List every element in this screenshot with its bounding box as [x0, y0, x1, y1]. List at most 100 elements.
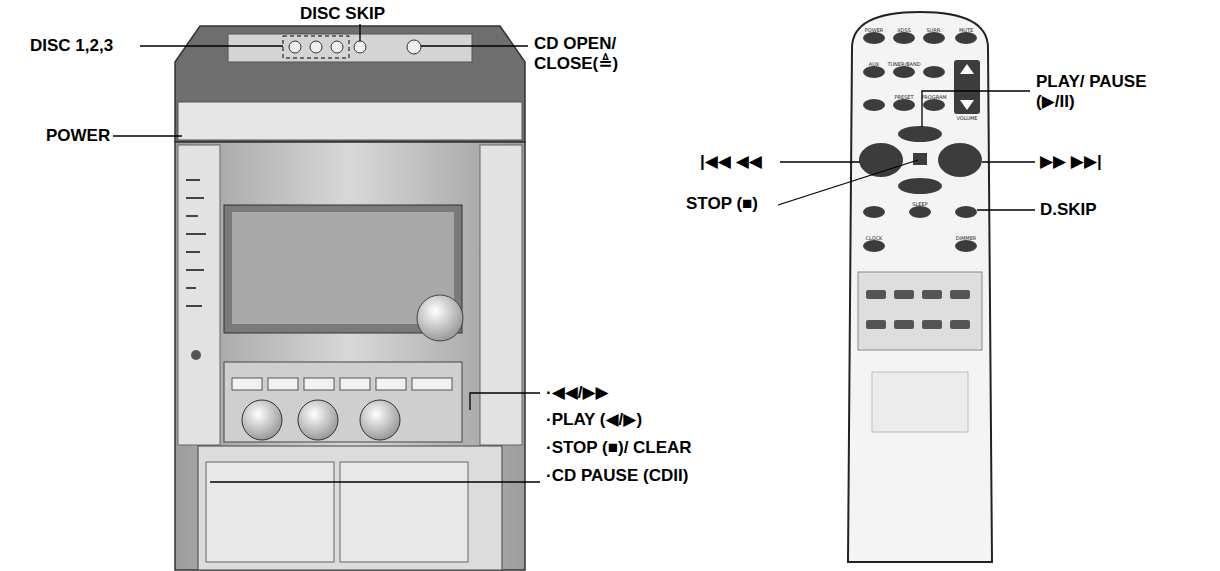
leader-line	[140, 45, 283, 46]
panel-button	[412, 378, 452, 390]
tape-button	[866, 290, 886, 299]
top-button-strip	[228, 34, 472, 62]
meter-tick	[186, 287, 196, 289]
button-label: POWER	[865, 28, 884, 33]
nav-button	[898, 126, 942, 142]
button-label: CLOCK	[866, 236, 883, 241]
remote-button	[909, 206, 931, 218]
dashed-group-box	[283, 36, 349, 58]
remote-button	[955, 32, 977, 44]
remote-lower-panel	[872, 372, 968, 432]
control-knob	[298, 400, 338, 440]
remote-button	[893, 32, 915, 44]
nav-button	[938, 143, 982, 177]
arrow-up	[960, 64, 974, 74]
callout-label: ▶▶ ▶▶|	[1040, 152, 1102, 172]
callout-label: D.SKIP	[1040, 200, 1097, 220]
callout-label: ·STOP (■)/ CLEAR	[546, 438, 692, 458]
remote-button	[923, 32, 945, 44]
meter-tick	[186, 305, 202, 307]
volume-knob	[417, 295, 463, 341]
leader-line	[210, 481, 540, 482]
stereo-unit	[175, 26, 525, 570]
control-panel	[224, 362, 462, 442]
leader-lines	[778, 91, 1035, 210]
cassette-door	[206, 462, 334, 562]
disc-button	[331, 41, 343, 53]
leader-line	[359, 24, 360, 41]
top-band	[178, 102, 522, 140]
tape-button	[922, 290, 942, 299]
tape-panel	[858, 272, 982, 350]
button-label: TUNER/BAND	[887, 62, 920, 67]
meter-tick	[186, 269, 204, 271]
callout-label: POWER	[46, 126, 110, 146]
meter-tick	[186, 215, 198, 217]
callout-label: PLAY/ PAUSE (▶/II)	[1036, 72, 1176, 111]
tape-button	[922, 320, 942, 329]
power-led	[191, 350, 201, 360]
callout-label: STOP (■)	[686, 194, 758, 214]
button-label: PROGRAM	[921, 95, 946, 100]
remote-button	[863, 240, 885, 252]
panel-button	[268, 378, 298, 390]
remote-body	[848, 12, 992, 562]
level-meter	[186, 180, 206, 306]
callout-label: |◀◀ ◀◀	[700, 152, 762, 172]
panel-button	[232, 378, 262, 390]
remote-buttons	[859, 32, 982, 252]
button-label: SLEEP	[912, 202, 927, 207]
tape-button	[894, 320, 914, 329]
tape-button	[950, 320, 970, 329]
panel-button	[340, 378, 370, 390]
meter-tick	[186, 179, 200, 181]
remote-button	[863, 99, 885, 111]
tape-buttons	[866, 290, 970, 329]
callout-label: CD OPEN/ CLOSE(≜)	[534, 34, 684, 73]
open-close-button	[407, 40, 421, 54]
panel-button	[304, 378, 334, 390]
right-column	[480, 145, 522, 445]
control-knob	[360, 400, 400, 440]
remote-button	[863, 206, 885, 218]
callout-label: DISC SKIP	[300, 4, 385, 24]
leader-line	[977, 209, 1035, 210]
volume-rocker	[954, 60, 980, 114]
leader-line	[778, 160, 918, 205]
disc-skip-button	[354, 41, 366, 53]
top-lid	[175, 26, 525, 142]
remote-button	[923, 66, 945, 78]
meter-tick	[186, 251, 200, 253]
left-column	[178, 145, 220, 445]
callout-label: ·CD PAUSE (CDII)	[546, 466, 688, 486]
meter-tick	[186, 197, 204, 199]
leader-line	[113, 135, 182, 136]
leader-lines	[113, 24, 540, 482]
remote-button	[955, 206, 977, 218]
meter-tick	[186, 233, 206, 235]
tape-button	[866, 320, 886, 329]
tape-button	[894, 290, 914, 299]
panel-buttons	[232, 378, 452, 390]
button-label: PRESET	[894, 95, 913, 100]
panel-button	[376, 378, 406, 390]
remote-button	[863, 66, 885, 78]
stop-button	[913, 153, 927, 165]
cassette-area	[198, 446, 502, 570]
callout-label: ·◀◀/▶▶	[546, 383, 609, 403]
control-knob	[242, 400, 282, 440]
leader-line	[982, 161, 1035, 162]
cassette-door	[340, 462, 468, 562]
leader-line	[922, 91, 1030, 127]
arrow-down	[960, 100, 974, 110]
main-body	[175, 142, 525, 570]
disc-buttons	[289, 40, 421, 54]
nav-button	[898, 178, 942, 194]
remote-control	[848, 12, 992, 562]
remote-button	[923, 99, 945, 111]
button-label: XDSS	[897, 28, 911, 33]
button-label: AUX	[869, 62, 880, 67]
disc-button	[310, 41, 322, 53]
button-label: DIMMER	[956, 236, 977, 241]
